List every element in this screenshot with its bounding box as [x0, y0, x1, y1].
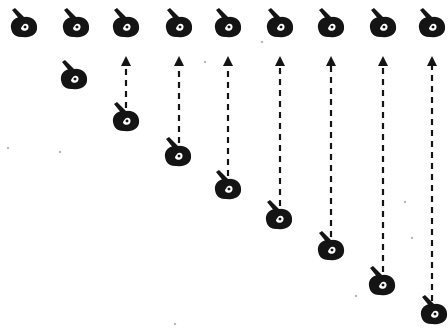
speck-5 [410, 236, 414, 240]
speck-3 [260, 40, 264, 44]
speck-2 [203, 60, 207, 64]
speck-4 [403, 200, 407, 204]
arrow-head-1 [121, 56, 131, 66]
top-row [10, 8, 446, 38]
figure-with-stick-icon-top-1 [10, 8, 38, 38]
arrow-head-3 [223, 56, 233, 66]
arrow-head-5 [326, 56, 336, 66]
diagonal-row [60, 60, 448, 325]
arrow-head-4 [275, 56, 285, 66]
figure-with-stick-icon-top-5 [214, 8, 242, 38]
figure-with-stick-icon-top-7 [317, 8, 345, 38]
figure-with-stick-icon-top-4 [165, 8, 193, 38]
arrow-head-7 [427, 56, 437, 66]
figure-with-stick-icon-diag-1 [60, 60, 88, 90]
arrow-head-2 [174, 56, 184, 66]
background-specks [6, 40, 414, 326]
figure-with-stick-icon-diag-8 [420, 295, 448, 325]
speck-8 [6, 146, 10, 150]
figure-with-stick-icon-top-3 [112, 8, 140, 38]
speck-6 [173, 322, 177, 326]
figure-with-stick-icon-top-8 [369, 8, 397, 38]
speck-7 [354, 294, 358, 298]
figure-with-stick-icon-top-9 [418, 8, 446, 38]
speck-1 [58, 150, 62, 154]
figure-with-stick-icon-top-2 [62, 8, 90, 38]
figure-with-stick-icon-top-6 [266, 8, 294, 38]
connectors [121, 56, 437, 301]
arrow-head-6 [378, 56, 388, 66]
